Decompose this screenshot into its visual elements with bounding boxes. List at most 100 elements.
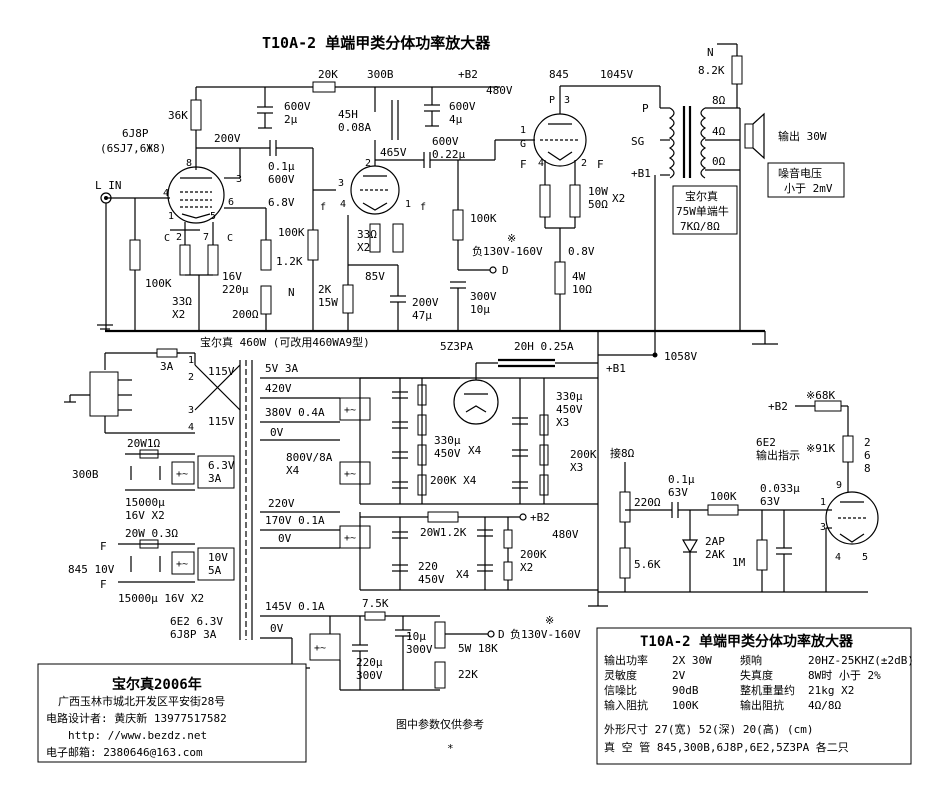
svg-text:宝尔真2006年: 宝尔真2006年 xyxy=(112,676,202,693)
svg-text:1045V: 1045V xyxy=(600,68,633,81)
svg-text:X4: X4 xyxy=(456,568,470,581)
svg-text:※: ※ xyxy=(507,232,516,245)
svg-text:480V: 480V xyxy=(486,84,513,97)
resistor-36k xyxy=(190,99,202,131)
svg-text:+B2: +B2 xyxy=(768,400,788,413)
svg-text:7KΩ/8Ω: 7KΩ/8Ω xyxy=(680,220,720,233)
title: T10A-2 单端甲类分体功率放大器 xyxy=(262,34,491,52)
resistor-100k-grid xyxy=(307,229,319,261)
output-transformer xyxy=(668,106,707,179)
svg-text:1: 1 xyxy=(820,497,826,508)
svg-text:N: N xyxy=(288,286,295,299)
svg-text:C: C xyxy=(164,233,170,244)
svg-text:0.8V: 0.8V xyxy=(568,245,595,258)
svg-text:15000μ 16V X2: 15000μ 16V X2 xyxy=(118,592,204,605)
tube-5z3pa xyxy=(453,379,499,425)
spec-cell: 2X 30W xyxy=(672,654,712,667)
svg-text:2: 2 xyxy=(581,158,587,169)
svg-text:宝尔真: 宝尔真 xyxy=(685,189,718,203)
svg-text:F: F xyxy=(100,540,107,553)
svg-text:5: 5 xyxy=(862,552,868,563)
svg-text:1M: 1M xyxy=(732,556,746,569)
svg-text:3: 3 xyxy=(236,174,242,185)
svg-text:100K: 100K xyxy=(145,277,172,290)
svg-text:+~: +~ xyxy=(176,559,188,570)
svg-text:200K X4: 200K X4 xyxy=(430,474,477,487)
svg-text:1: 1 xyxy=(520,125,526,136)
svg-text:P: P xyxy=(642,102,649,115)
svg-text:电子邮箱: 2380646@163.com: 电子邮箱: 2380646@163.com xyxy=(46,745,203,759)
speaker-icon xyxy=(744,123,754,149)
svg-text:100K: 100K xyxy=(278,226,305,239)
svg-text:F: F xyxy=(100,578,107,591)
svg-text:5W 18K: 5W 18K xyxy=(458,642,498,655)
resistor-20w-1-2k xyxy=(427,511,459,523)
svg-text:20W1.2K: 20W1.2K xyxy=(420,526,467,539)
svg-text:广西玉林市城北开发区平安街28号: 广西玉林市城北开发区平安街28号 xyxy=(58,694,225,708)
svg-text:宝尔真 460W (可改用460WA9型): 宝尔真 460W (可改用460WA9型) xyxy=(200,335,370,349)
spec-cell: 输出阻抗 xyxy=(740,698,784,712)
svg-text:3: 3 xyxy=(820,522,826,533)
svg-text:http: //www.bezdz.net: http: //www.bezdz.net xyxy=(68,729,207,742)
svg-text:4: 4 xyxy=(340,199,346,210)
svg-text:f: f xyxy=(420,202,426,213)
svg-text:300B: 300B xyxy=(72,468,99,481)
tube-6j8p: 84 36 12 75 xyxy=(163,158,242,243)
tube-6e2: 91 34 5 xyxy=(820,480,879,563)
svg-text:G: G xyxy=(520,139,526,150)
resistor-33-a xyxy=(179,244,191,276)
svg-text:输出 30W: 输出 30W xyxy=(778,129,827,143)
svg-text:380V 0.4A: 380V 0.4A xyxy=(265,406,325,419)
spec-cell: 信噪比 xyxy=(604,684,637,697)
svg-text:300B: 300B xyxy=(367,68,394,81)
svg-text:5.6K: 5.6K xyxy=(634,558,661,571)
svg-text:+B1: +B1 xyxy=(631,167,651,180)
svg-text:4: 4 xyxy=(835,552,841,563)
trimmer-18k[interactable] xyxy=(434,621,446,649)
svg-text:F: F xyxy=(520,158,527,171)
svg-text:845 10V: 845 10V xyxy=(68,563,115,576)
svg-text:※91K: ※91K xyxy=(806,442,835,455)
svg-text:7: 7 xyxy=(203,232,209,243)
svg-text:0V: 0V xyxy=(270,426,284,439)
svg-text:1: 1 xyxy=(188,355,194,366)
svg-text:噪音电压: 噪音电压 xyxy=(778,166,822,180)
svg-text:负130V-160V: 负130V-160V xyxy=(472,244,543,258)
resistor-8-2k xyxy=(731,55,743,85)
svg-text:负130V-160V: 负130V-160V xyxy=(510,627,581,641)
svg-text:6.8V: 6.8V xyxy=(268,196,295,209)
svg-text:465V: 465V xyxy=(380,146,407,159)
filter-caps-x3 xyxy=(512,378,549,504)
svg-text:f: f xyxy=(320,202,326,213)
svg-text:1: 1 xyxy=(168,211,174,222)
resistor-100k-845grid xyxy=(452,209,464,241)
svg-text:6J8P: 6J8P xyxy=(122,127,149,140)
spec-cell: 90dB xyxy=(672,684,699,697)
spec-cell: 4Ω/8Ω xyxy=(808,699,841,712)
spec-table xyxy=(596,627,912,765)
spec-cell: 21kg X2 xyxy=(808,684,854,697)
svg-text:3: 3 xyxy=(338,178,344,189)
svg-text:36K: 36K xyxy=(168,109,188,122)
svg-text:85V: 85V xyxy=(365,270,385,283)
